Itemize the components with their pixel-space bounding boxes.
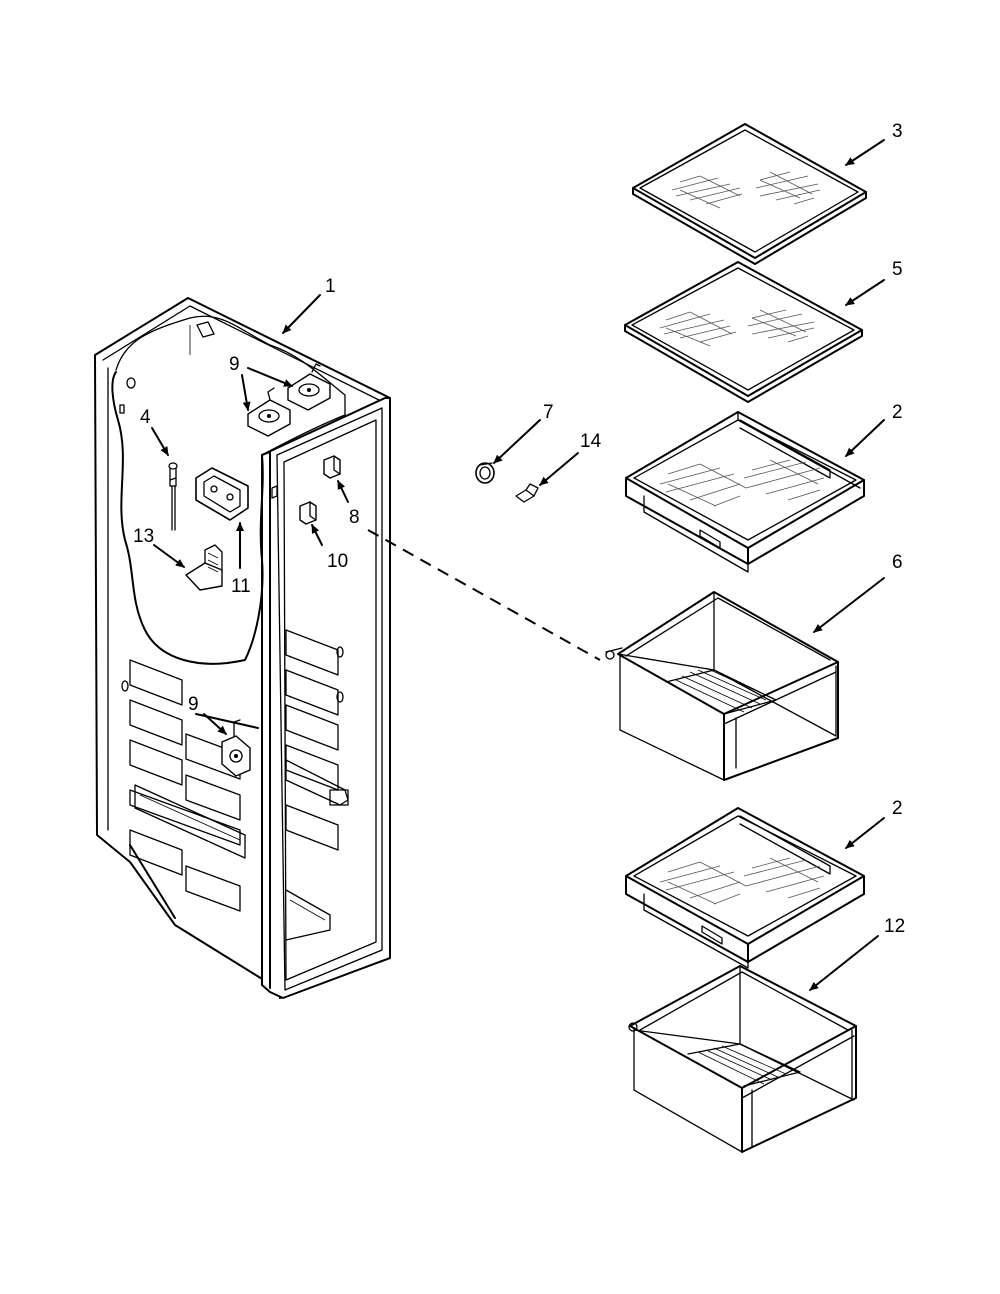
callout-9-upper: 9	[229, 354, 240, 375]
callout-5: 5	[892, 259, 903, 280]
callout-11: 11	[231, 576, 251, 597]
callout-4: 4	[140, 407, 151, 428]
callout-2-upper: 2	[892, 402, 903, 423]
clip-part-10	[299, 501, 317, 525]
lamp-socket-part-9-lower	[221, 719, 251, 777]
callout-labels: 1 3 5 2 6 2 12 7 14 4 13 11 9 9 8 10	[133, 121, 905, 937]
shelf-frame-part-2-lower	[625, 807, 865, 969]
bracket-part-13	[185, 544, 223, 591]
callout-10: 10	[327, 551, 348, 572]
drawer-part-12	[628, 965, 857, 1153]
shelf-frame-part-2-upper	[625, 411, 865, 573]
plug-part-14	[515, 483, 539, 503]
callout-2-lower: 2	[892, 798, 903, 819]
callout-12: 12	[884, 916, 905, 937]
glass-shelf-part-3	[632, 123, 867, 265]
callout-7: 7	[543, 402, 554, 423]
crisper-drawer-part-6	[605, 591, 839, 781]
light-housing-part-11	[195, 467, 249, 521]
glass-shelf-part-5	[624, 261, 863, 403]
thermistor-part-4	[168, 462, 178, 531]
clip-part-8	[323, 455, 341, 479]
callout-1: 1	[325, 276, 336, 297]
leader-lines	[151, 139, 885, 991]
knob-part-7	[475, 462, 495, 484]
lamp-socket-part-9-upper	[247, 363, 331, 437]
callout-13: 13	[133, 526, 154, 547]
callout-6: 6	[892, 552, 903, 573]
callout-3: 3	[892, 121, 903, 142]
refrigerator-liner	[94, 297, 391, 999]
callout-8: 8	[349, 507, 360, 528]
callout-14: 14	[580, 431, 602, 452]
callout-9-lower: 9	[188, 694, 199, 715]
